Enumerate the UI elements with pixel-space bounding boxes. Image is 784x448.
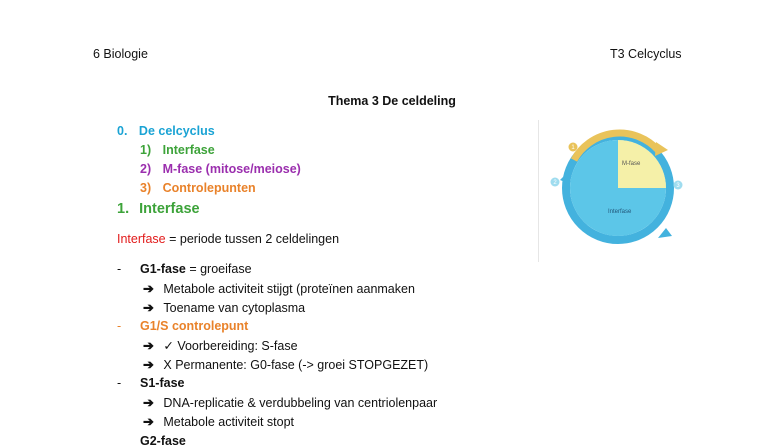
header-right: T3 Celcyclus bbox=[610, 47, 682, 61]
toc-main-num: 0. bbox=[117, 124, 128, 138]
toc-item-controlepunten: 3) Controlepunten bbox=[140, 181, 256, 195]
sub-item-text: Metabole activiteit stopt bbox=[163, 415, 295, 429]
toc-item-num: 1) bbox=[140, 143, 152, 157]
marker bbox=[550, 177, 560, 187]
list-dash: - bbox=[117, 376, 122, 390]
arrow-icon: ➔ bbox=[143, 357, 154, 372]
sub-item-text: ✓ Voorbereiding: S-fase bbox=[163, 339, 298, 353]
mfase-label: M-fase bbox=[622, 161, 641, 167]
header-left: 6 Biologie bbox=[93, 47, 148, 61]
sub-item-text: X Permanente: G0-fase (-> groei STOPGEZE… bbox=[163, 358, 429, 372]
list-dash: - bbox=[117, 319, 122, 333]
sub-item: ➔ X Permanente: G0-fase (-> groei STOPGE… bbox=[143, 357, 428, 373]
sub-item: ➔ DNA-replicatie & verdubbeling van cent… bbox=[143, 395, 437, 411]
definition-term: Interfase bbox=[117, 232, 166, 246]
sub-item-text: DNA-replicatie & verdubbeling van centri… bbox=[163, 396, 438, 410]
list-item-title: G1-fase bbox=[140, 262, 186, 276]
definition-rest: = periode tussen 2 celdelingen bbox=[165, 232, 340, 246]
marker-label: 3 bbox=[676, 183, 680, 189]
section-num: 1. bbox=[117, 201, 130, 217]
marker bbox=[568, 142, 578, 152]
toc-item-label: Controlepunten bbox=[162, 181, 256, 195]
toc-item-num: 2) bbox=[140, 162, 152, 176]
section-label: Interfase bbox=[139, 201, 200, 217]
arrowhead-icon bbox=[658, 228, 672, 238]
marker-label: 1 bbox=[571, 145, 575, 151]
toc-main-label: De celcyclus bbox=[138, 124, 215, 138]
list-item-g1: G1-fase = groeifase bbox=[140, 262, 252, 276]
arrow-icon: ➔ bbox=[143, 338, 154, 353]
toc-main: 0. De celcyclus bbox=[117, 124, 215, 138]
sub-item: ➔ Metabole activiteit stopt bbox=[143, 414, 294, 430]
toc-item-mfase: 2) M-fase (mitose/meiose) bbox=[140, 162, 301, 176]
arrow-icon: ➔ bbox=[143, 414, 154, 429]
arrowhead-icon bbox=[655, 142, 668, 156]
list-dash: - bbox=[117, 262, 122, 276]
section-heading: 1. Interfase bbox=[117, 201, 200, 217]
list-item-s1: S1-fase bbox=[140, 376, 185, 390]
list-item-g2: G2-fase bbox=[140, 434, 186, 448]
toc-item-num: 3) bbox=[140, 181, 152, 195]
arrowhead-icon bbox=[560, 172, 570, 184]
definition: Interfase = periode tussen 2 celdelingen bbox=[117, 232, 339, 246]
marker bbox=[673, 180, 683, 190]
sub-item-text: Metabole activiteit stijgt (proteïnen aa… bbox=[163, 282, 415, 296]
toc-item-label: M-fase (mitose/meiose) bbox=[162, 162, 301, 176]
interfase-label: Interfase bbox=[608, 209, 632, 215]
toc-item-label: Interfase bbox=[162, 143, 215, 157]
sub-item: ➔ Metabole activiteit stijgt (proteïnen … bbox=[143, 281, 415, 297]
list-item-rest: = groeifase bbox=[185, 262, 252, 276]
arrow-icon: ➔ bbox=[143, 281, 154, 296]
list-item-g1s: G1/S controlepunt bbox=[140, 319, 249, 333]
divider bbox=[538, 120, 539, 262]
page-title: Thema 3 De celdeling bbox=[328, 94, 456, 108]
toc-item-interfase: 1) Interfase bbox=[140, 143, 215, 157]
marker-label: 2 bbox=[553, 180, 557, 186]
sub-item: ➔ ✓ Voorbereiding: S-fase bbox=[143, 338, 298, 354]
arrow-icon: ➔ bbox=[143, 300, 154, 315]
arrow-icon: ➔ bbox=[143, 395, 154, 410]
mfase-wedge bbox=[618, 140, 666, 188]
cell-cycle-diagram: M-fase Interfase 1 2 3 bbox=[538, 120, 698, 262]
cell-cycle-svg: M-fase Interfase 1 2 3 bbox=[550, 129, 683, 244]
mfase-arc bbox=[570, 129, 661, 162]
sub-item-text: Toename van cytoplasma bbox=[163, 301, 306, 315]
sub-item: ➔ Toename van cytoplasma bbox=[143, 300, 305, 316]
